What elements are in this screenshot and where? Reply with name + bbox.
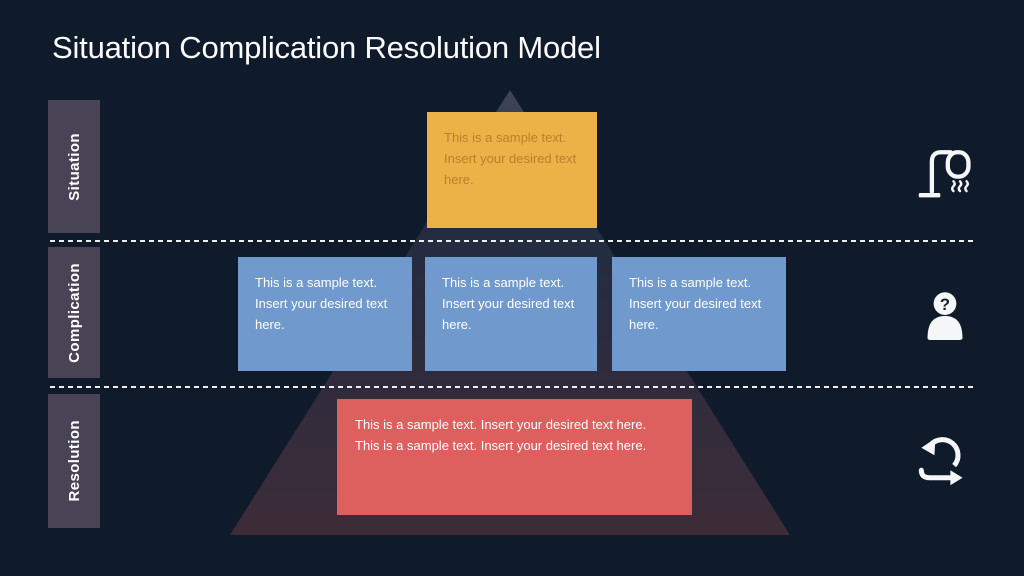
row-label-resolution: Resolution xyxy=(48,394,100,528)
situation-text-box: This is a sample text. Insert your desir… xyxy=(427,112,597,228)
row-label-text: Situation xyxy=(65,132,83,201)
agile-iteration-icon xyxy=(911,429,971,494)
row-divider-2 xyxy=(50,386,974,388)
complication-text-box-3: This is a sample text. Insert your desir… xyxy=(612,257,786,371)
sample-text: This is a sample text. Insert your desir… xyxy=(629,275,762,333)
row-label-complication: Complication xyxy=(48,247,100,378)
complication-text-box-1: This is a sample text. Insert your desir… xyxy=(238,257,412,371)
sample-text: This is a sample text. Insert your desir… xyxy=(442,275,575,333)
shower-head-icon xyxy=(915,141,975,206)
sample-text: This is a sample text. Insert your desir… xyxy=(355,417,647,454)
complication-text-box-2: This is a sample text. Insert your desir… xyxy=(425,257,597,371)
row-label-situation: Situation xyxy=(48,100,100,233)
slide-title: Situation Complication Resolution Model xyxy=(52,30,601,65)
svg-text:?: ? xyxy=(940,295,950,314)
person-question-icon: ? xyxy=(917,287,973,348)
sample-text: This is a sample text. Insert your desir… xyxy=(444,130,577,188)
sample-text: This is a sample text. Insert your desir… xyxy=(255,275,388,333)
row-label-text: Complication xyxy=(65,262,83,363)
row-divider-1 xyxy=(50,240,974,242)
resolution-text-box: This is a sample text. Insert your desir… xyxy=(337,399,692,515)
row-label-text: Resolution xyxy=(65,420,83,502)
